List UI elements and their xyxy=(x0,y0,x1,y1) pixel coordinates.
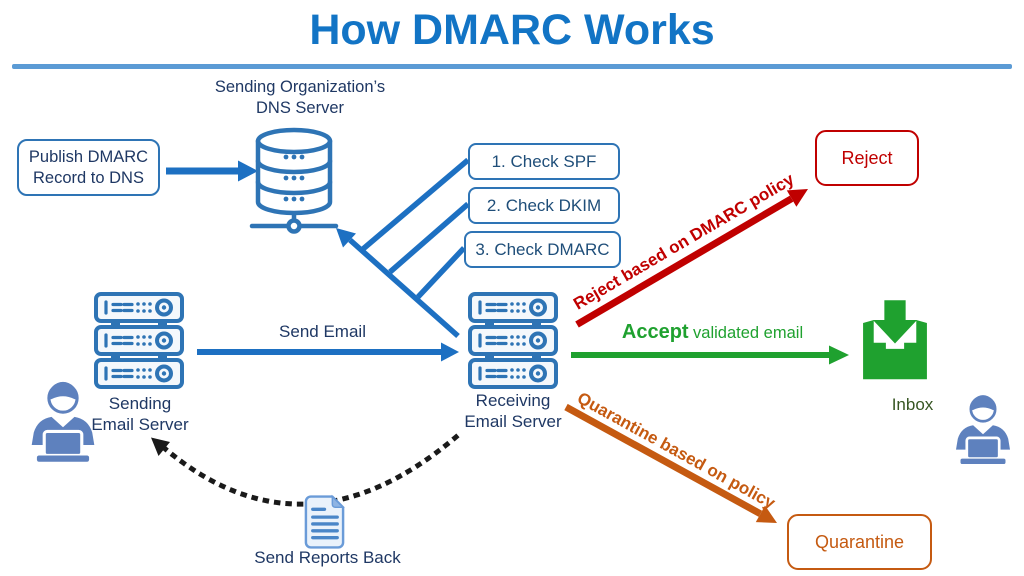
check-spf-box: 1. Check SPF xyxy=(468,143,620,180)
check-dkim-label: 2. Check DKIM xyxy=(486,195,602,215)
reject-arrow xyxy=(575,189,808,328)
check-dkim-connector xyxy=(388,201,470,275)
send-email-arrow xyxy=(197,342,459,362)
report-document-icon xyxy=(304,494,345,549)
accept-flow-label: Accept validated email xyxy=(590,321,835,344)
reject-box-label: Reject xyxy=(841,147,893,168)
receiving-server-icon xyxy=(468,292,558,389)
dns-server-label: Sending Organization’s DNS Server xyxy=(190,77,410,118)
sending-server-label-line1: Sending xyxy=(108,394,172,413)
sending-server-label-line2: Email Server xyxy=(91,415,189,435)
page-title: How DMARC Works xyxy=(309,6,715,54)
check-dmarc-box: 3. Check DMARC xyxy=(464,231,621,268)
database-dots xyxy=(283,154,305,202)
sending-server-icon xyxy=(94,292,184,389)
inbox-icon xyxy=(863,300,927,380)
send-email-label: Send Email xyxy=(279,322,366,341)
publish-to-dns-arrow xyxy=(166,160,258,182)
accept-arrow xyxy=(571,345,849,365)
receiving-server-label-line2: Email Server xyxy=(464,412,562,432)
quarantine-box: Quarantine xyxy=(787,514,932,570)
receiving-server-label-line1: Receiving xyxy=(475,391,551,410)
dns-query-arrow xyxy=(336,157,470,339)
reject-box: Reject xyxy=(815,130,919,186)
dns-server-label-line2: DNS Server xyxy=(255,98,345,117)
publish-dmarc-box: Publish DMARC Record to DNS xyxy=(17,139,160,196)
sending-server-label: Sending Email Server xyxy=(64,393,216,436)
check-dmarc-label: 3. Check DMARC xyxy=(475,239,610,259)
person-left-icon xyxy=(31,381,95,462)
accept-flow-label-main: Accept xyxy=(621,321,689,343)
quarantine-box-label: Quarantine xyxy=(814,531,905,552)
check-dmarc-connector xyxy=(415,246,467,299)
quarantine-arrow xyxy=(564,403,777,523)
check-spf-connector xyxy=(361,157,470,252)
publish-box-line2: Record to DNS xyxy=(33,168,144,187)
send-reports-arrow xyxy=(151,433,460,507)
publish-box-line1: Publish DMARC xyxy=(28,148,149,167)
check-dkim-box: 2. Check DKIM xyxy=(468,187,620,224)
send-reports-label: Send Reports Back xyxy=(254,548,401,567)
title-divider xyxy=(12,64,1012,69)
person-right-icon xyxy=(956,395,1010,464)
check-spf-label: 1. Check SPF xyxy=(491,151,597,171)
dns-server-label-line1: Sending Organization’s xyxy=(214,78,386,96)
accept-flow-label-sub: validated email xyxy=(693,324,804,342)
database-icon xyxy=(249,127,339,234)
inbox-label: Inbox xyxy=(891,395,934,414)
receiving-server-label: Receiving Email Server xyxy=(434,390,592,433)
